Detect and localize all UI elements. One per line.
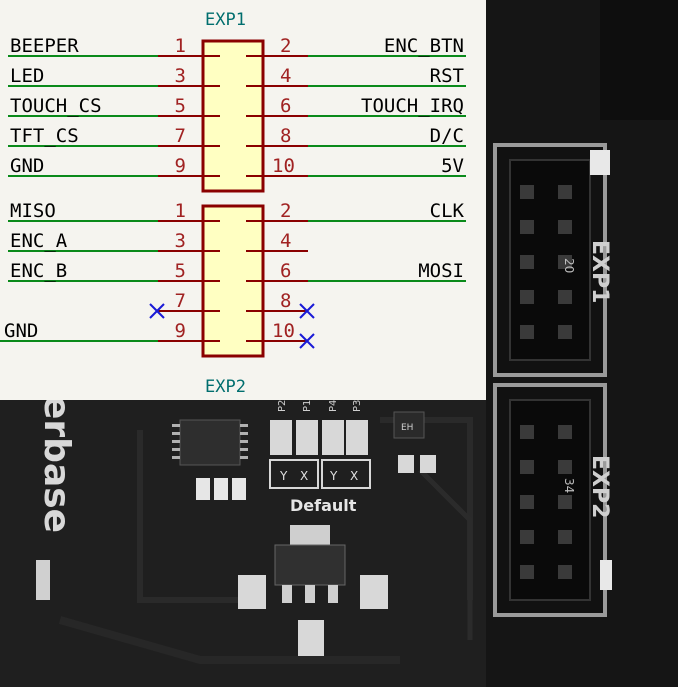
silk-brand-fragment: erbase [36, 395, 77, 533]
net-label-right: 5V [441, 155, 464, 177]
silk-pin-exp1: 20 [562, 258, 576, 273]
net-label-left: ENC_B [10, 260, 67, 282]
silk-jumper-p3: P3 [352, 400, 363, 412]
jumper-mark-3: Y [329, 469, 338, 483]
net-label-left: GND [10, 155, 44, 177]
net-label-left: MISO [10, 200, 56, 222]
silk-eh: EH [401, 423, 413, 433]
pin-number: 7 [175, 290, 186, 312]
net-label-left: BEEPER [10, 35, 79, 57]
pin-number: 1 [175, 200, 186, 222]
net-label-right: RST [430, 65, 464, 87]
pin-number: 3 [175, 65, 186, 87]
silk-exp1: EXP1 [587, 240, 612, 303]
pin-number: 8 [280, 290, 291, 312]
smd-part [398, 455, 414, 473]
pin-number: 1 [175, 35, 186, 57]
exp1-connector [493, 143, 610, 377]
exp1-ref-label: EXP1 [205, 10, 246, 30]
net-label-left: TOUCH_CS [10, 95, 102, 117]
pin-number: 5 [175, 95, 186, 117]
pin-number: 4 [280, 230, 291, 252]
net-label-right: CLK [430, 200, 465, 222]
pin-number: 3 [175, 230, 186, 252]
schematic-panel: EXP1 EXP2 BEEPER 1 2 ENC_BTN LED 3 4 RST… [0, 0, 486, 400]
pin-number: 6 [280, 260, 291, 282]
net-wires [0, 55, 466, 342]
net-label-right: ENC_BTN [384, 35, 464, 57]
pin-number: 2 [280, 200, 291, 222]
net-label-right: TOUCH_IRQ [361, 95, 464, 117]
transistor-eh [393, 411, 425, 439]
smd-part [420, 455, 436, 473]
exp2-connector [493, 383, 612, 617]
pinout-schematic: EXP1 EXP2 BEEPER 1 2 ENC_BTN LED 3 4 RST… [0, 10, 466, 397]
silk-jumper-p1: P1 [302, 400, 313, 412]
silk-jumper-p2: P2 [277, 400, 288, 412]
jumper-mark-2: X [300, 469, 308, 483]
pin-number: 10 [272, 155, 295, 177]
pin-number: 2 [280, 35, 291, 57]
silk-default: Default [290, 496, 357, 515]
net-label-left: LED [10, 65, 44, 87]
exp2-ref-label: EXP2 [205, 377, 246, 397]
pin-number: 8 [280, 125, 291, 147]
voltage-regulator [238, 525, 388, 656]
net-label-left: TFT_CS [10, 125, 79, 147]
ic-chip [172, 419, 248, 466]
net-label-left: ENC_A [10, 230, 68, 252]
net-label-right: MOSI [418, 260, 464, 282]
pin-number: 9 [175, 155, 186, 177]
pin-number: 9 [175, 320, 186, 342]
silk-jumper-p4: P4 [328, 400, 339, 412]
pin-number: 4 [280, 65, 291, 87]
jumper-pads [269, 420, 371, 489]
pin-number: 7 [175, 125, 186, 147]
pin-number: 5 [175, 260, 186, 282]
pcb-clip [36, 560, 50, 600]
pin-number: 6 [280, 95, 291, 117]
no-connect-markers [149, 303, 315, 349]
pin-number: 10 [272, 320, 295, 342]
jumper-mark-1: Y [279, 469, 288, 483]
silk-exp2: EXP2 [587, 455, 612, 518]
jumper-mark-4: X [350, 469, 358, 483]
net-label-right: D/C [430, 125, 464, 147]
resistor-array [196, 478, 246, 500]
net-label-left: GND [4, 320, 38, 342]
silk-pin-exp2: 34 [562, 478, 576, 493]
